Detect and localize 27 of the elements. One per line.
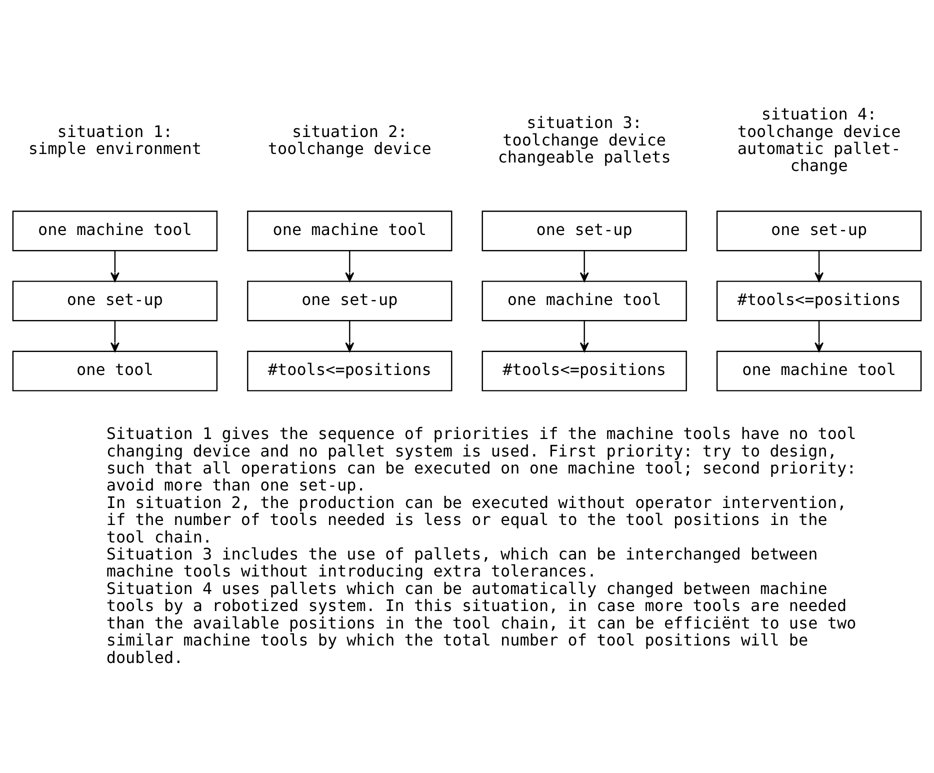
node-box: one set-up (716, 210, 922, 251)
arrow (345, 320, 354, 352)
node-box: one set-up (247, 280, 452, 321)
node-box: #tools<=positions (716, 280, 922, 321)
label: situation 2: toolchange device (268, 121, 432, 158)
arrow (345, 250, 354, 282)
arrow (814, 250, 824, 282)
node-box: one set-up (482, 210, 687, 251)
node-box: one set-up (12, 280, 218, 321)
arrow (580, 250, 589, 282)
arrow (110, 320, 120, 352)
label: situation 3: toolchange device changeable pallets (498, 112, 671, 166)
node-box: one machine tool (247, 210, 452, 251)
label: situation 1: simple environment (28, 121, 202, 158)
arrow (580, 320, 589, 352)
node-box: one machine tool (716, 350, 922, 391)
label: In situation 2, the production can be executed without operator intervention, if the number of tools needed is less or equal to the tool positions in the tool chain. (106, 492, 847, 546)
label: situation 4: toolchange device automatic pallet-change (737, 104, 901, 175)
arrow (814, 320, 824, 352)
label: Situation 1 gives the sequence of priorities if the machine tools have no tool changing device and no pallet system is used. First priority: try to design, such that all operations can be executed on one machine tool; second priority: avoid more than one set-up. (106, 424, 856, 494)
node-box: one tool (12, 350, 218, 391)
node-box: #tools<=positions (247, 350, 452, 391)
label: Situation 3 includes the use of pallets, which can be interchanged between machine tools without introducing extra tolerances. (106, 544, 818, 580)
arrow (110, 250, 120, 282)
node-box: one machine tool (12, 210, 218, 251)
node-box: #tools<=positions (482, 350, 687, 391)
node-box: one machine tool (482, 280, 687, 321)
